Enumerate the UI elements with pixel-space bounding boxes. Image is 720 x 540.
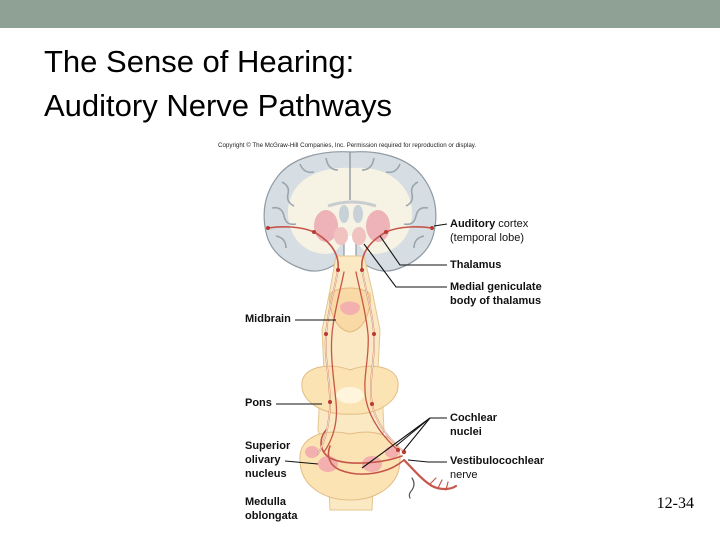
corpus-callosum (327, 200, 377, 208)
label-medulla-line-1: Medulla (245, 496, 286, 508)
label-temporal-lobe: (temporal lobe) (450, 232, 524, 244)
slide-number: 12-34 (656, 495, 694, 512)
top-accent-bar (0, 0, 720, 28)
vestibulocochlear-nerve (402, 458, 458, 491)
basal-nucleus-left (314, 210, 338, 242)
label-thalamus: Thalamus (450, 259, 502, 271)
label-leader-lines (276, 223, 448, 469)
superior-olivary-right (362, 456, 382, 472)
pathway-crossing-1 (320, 429, 403, 464)
label-auditory-cortex-rest: cortex (495, 218, 529, 230)
label-superior-olivary-line-1: Superior (245, 440, 291, 452)
superior-olivary-left (318, 456, 338, 472)
cochlea-icon (408, 477, 415, 499)
label-auditory-cortex: Auditory cortex (450, 218, 528, 231)
ventricle-left (339, 205, 349, 223)
thalamus-left (334, 227, 348, 245)
slide-title-line-1: The Sense of Hearing: (44, 44, 355, 79)
label-vestibulocochlear-line-1: Vestibulocochlear (450, 455, 545, 467)
label-medial-geniculate-line-1: Medial geniculate (450, 281, 542, 293)
label-midbrain: Midbrain (245, 313, 291, 325)
ventricle-right (353, 205, 363, 223)
brain-coronal-section (263, 151, 437, 272)
label-auditory-cortex-bold: Auditory (450, 218, 496, 230)
label-superior-olivary-line-3: nucleus (245, 468, 287, 480)
brainstem (299, 255, 401, 511)
copyright-notice: Copyright © The McGraw-Hill Companies, I… (218, 142, 477, 149)
medulla-section (299, 431, 401, 501)
midbrain-nucleus (340, 301, 360, 315)
label-cochlear-nuclei-line-2: nuclei (450, 426, 482, 438)
label-pons: Pons (245, 397, 272, 409)
label-superior-olivary-line-2: olivary (245, 454, 281, 466)
label-medial-geniculate-line-2: body of thalamus (450, 295, 542, 307)
thalamus-right (352, 227, 366, 245)
label-medulla-line-2: oblongata (245, 510, 298, 522)
slide-title-line-2: Auditory Nerve Pathways (44, 88, 393, 123)
pathway-crossing-2 (327, 445, 405, 475)
label-cochlear-nuclei-line-1: Cochlear (450, 412, 498, 424)
label-vestibulocochlear-line-2: nerve (450, 469, 478, 481)
pons-inner (336, 387, 364, 404)
cochlear-nucleus-left (305, 446, 319, 458)
synapse-points (266, 226, 434, 455)
slide-title: The Sense of Hearing: Auditory Nerve Pat… (44, 40, 392, 128)
cortex-gyri (271, 157, 429, 249)
cochlear-nucleus-right (385, 446, 399, 458)
